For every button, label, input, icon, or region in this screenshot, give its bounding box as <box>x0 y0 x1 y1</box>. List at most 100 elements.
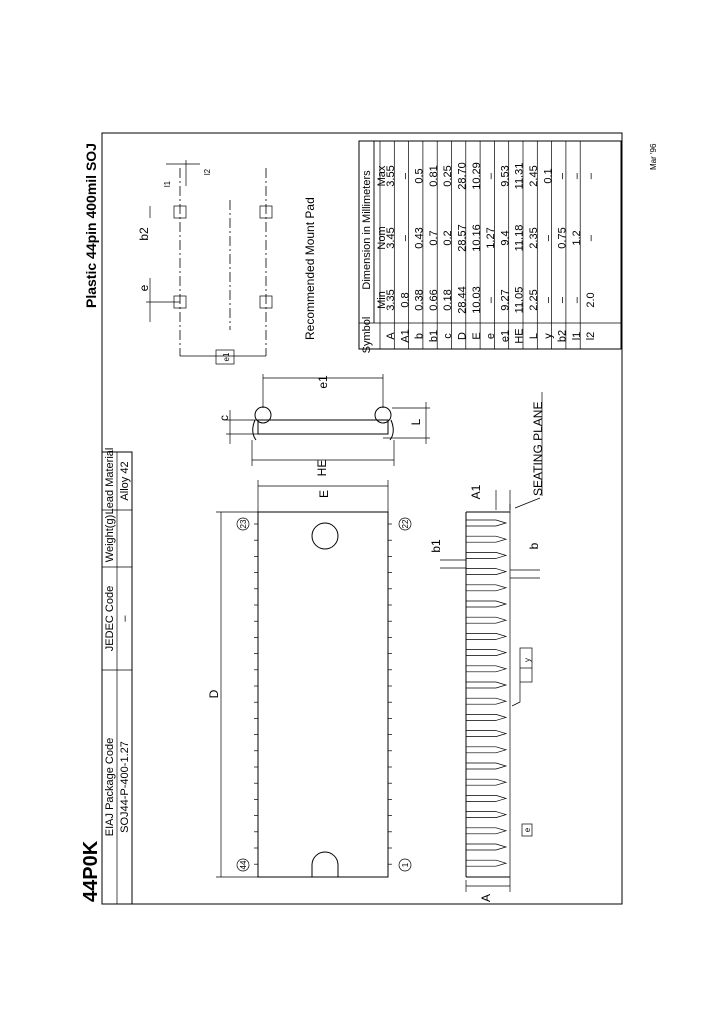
side-lead <box>466 616 508 624</box>
mount-pad-diagram: e b2 l1 l2 e1 Recommended Mount Pad <box>137 160 317 365</box>
dim-min-e: 10.03 <box>471 286 483 314</box>
side-lead <box>466 665 508 673</box>
dim-min-b: 0.38 <box>414 289 426 310</box>
info-header-1: JEDEC Code <box>104 586 116 651</box>
info-value-0: SOJ44-P-400-1.27 <box>119 741 131 833</box>
package-title: Plastic 44pin 400mil SOJ <box>83 143 99 308</box>
pad-l2-label: l2 <box>203 168 212 175</box>
pad-e-label: e <box>137 284 151 291</box>
side-lead <box>466 649 508 656</box>
dim-max-d: 28.70 <box>457 162 469 190</box>
side-lead <box>466 535 508 543</box>
side-lead <box>466 584 508 592</box>
dim-max-a: 3.55 <box>385 165 397 186</box>
info-header-3: Lead Material <box>104 448 116 515</box>
dim-HE-label: HE <box>315 460 329 477</box>
dim-D-label: D <box>207 689 221 698</box>
dim-min-l1: – <box>571 296 583 303</box>
dim-nom-e: 1.27 <box>485 227 497 248</box>
dim-nom-c: 0.2 <box>442 230 454 245</box>
dim-nom-he: 11.18 <box>514 225 526 252</box>
dim-symbol-he: HE <box>514 328 526 343</box>
side-lead <box>466 552 508 559</box>
dim-symbol-e: e <box>485 333 497 339</box>
info-value-1: – <box>119 615 131 622</box>
pin-23-label: 23 <box>239 519 248 528</box>
dim-max-l1: – <box>571 172 583 179</box>
side-lead <box>466 778 508 786</box>
pad-e1-label: e1 <box>222 352 231 361</box>
dim-y-label: y <box>523 658 532 662</box>
dim-e-marker: e <box>523 827 532 832</box>
revision-date: Mar '96 <box>649 143 658 170</box>
info-header-0: EIAJ Package Code <box>104 738 116 836</box>
seating-plane-label: SEATING PLANE <box>531 402 545 496</box>
dim-max-a1: – <box>399 172 411 179</box>
dim-symbol-d: D <box>457 332 469 340</box>
dim-min-b2: – <box>557 296 569 303</box>
dim-b1-label: b1 <box>429 539 443 553</box>
info-header-2: Weight(g) <box>104 515 116 562</box>
dim-nom-b1: 0.7 <box>428 230 440 245</box>
dim-min-y: – <box>542 296 554 303</box>
dim-max-l2: – <box>585 172 597 179</box>
dim-b-label: b <box>527 542 541 549</box>
side-lead <box>466 568 508 575</box>
dim-symbol-b: b <box>414 333 426 339</box>
dim-max-y: 0.1 <box>542 168 554 183</box>
dim-max-b2: – <box>557 172 569 179</box>
part-number: 44P0K <box>80 840 102 902</box>
dim-max-e1: 9.53 <box>499 165 511 186</box>
dim-nom-l: 2.35 <box>528 227 540 248</box>
dim-max-b1: 0.81 <box>428 165 440 186</box>
dim-header-symbol: Symbol <box>361 317 373 354</box>
dim-e1-label: e1 <box>316 375 330 389</box>
dim-min-he: 11.05 <box>514 287 526 314</box>
dim-min-a1: 0.8 <box>399 292 411 307</box>
dim-max-e: 10.29 <box>471 162 483 190</box>
dim-header-nom: Nom <box>376 226 388 249</box>
dim-min-a: 3.35 <box>385 289 397 310</box>
dim-nom-l2: – <box>585 234 597 241</box>
package-info-table: EIAJ Package Code JEDEC Code Weight(g)Lead… <box>101 448 133 905</box>
side-lead <box>466 519 508 527</box>
pin-44-label: 44 <box>239 860 248 869</box>
package-top-view: 44 23 1 22 D E e <box>207 480 533 878</box>
side-lead <box>466 811 508 818</box>
side-lead <box>466 633 508 640</box>
dim-max-l: 2.45 <box>528 165 540 186</box>
side-lead <box>466 843 508 851</box>
dim-max-c: 0.25 <box>442 165 454 186</box>
dim-min-l: 2.25 <box>528 289 540 310</box>
dim-symbol-l2: l2 <box>585 332 597 341</box>
dim-symbol-b2: b2 <box>557 330 569 342</box>
dim-max-e: – <box>485 172 497 179</box>
dim-symbol-l: L <box>528 333 540 339</box>
dim-symbol-y: y <box>542 333 554 339</box>
dim-symbol-a: A <box>385 332 397 340</box>
dim-min-l2: 2.0 <box>585 292 597 307</box>
dim-nom-e1: 9.4 <box>499 230 511 245</box>
dim-nom-l1: 1.2 <box>571 230 583 245</box>
side-lead <box>466 859 508 867</box>
dim-header-group: Dimension in Millimeters <box>361 170 373 290</box>
dim-nom-b2: 0.75 <box>557 227 569 248</box>
dim-symbol-l1: l1 <box>571 332 583 341</box>
dim-nom-d: 28.57 <box>457 224 469 252</box>
dim-min-c: 0.18 <box>442 289 454 310</box>
dim-symbol-e: E <box>471 332 483 339</box>
side-lead <box>466 795 508 802</box>
dim-A-label: A <box>479 894 493 902</box>
pad-b2-label: b2 <box>137 227 151 241</box>
dim-nom-y: – <box>542 234 554 241</box>
side-lead <box>466 714 508 721</box>
side-lead <box>466 762 508 770</box>
dim-symbol-b1: b1 <box>428 330 440 342</box>
pin-22-label: 22 <box>401 519 410 528</box>
side-lead <box>466 697 508 705</box>
dim-symbol-c: c <box>442 333 454 339</box>
dim-E-label: E <box>317 490 331 498</box>
dim-c-label: c <box>217 415 231 421</box>
dim-min-e: – <box>485 296 497 303</box>
